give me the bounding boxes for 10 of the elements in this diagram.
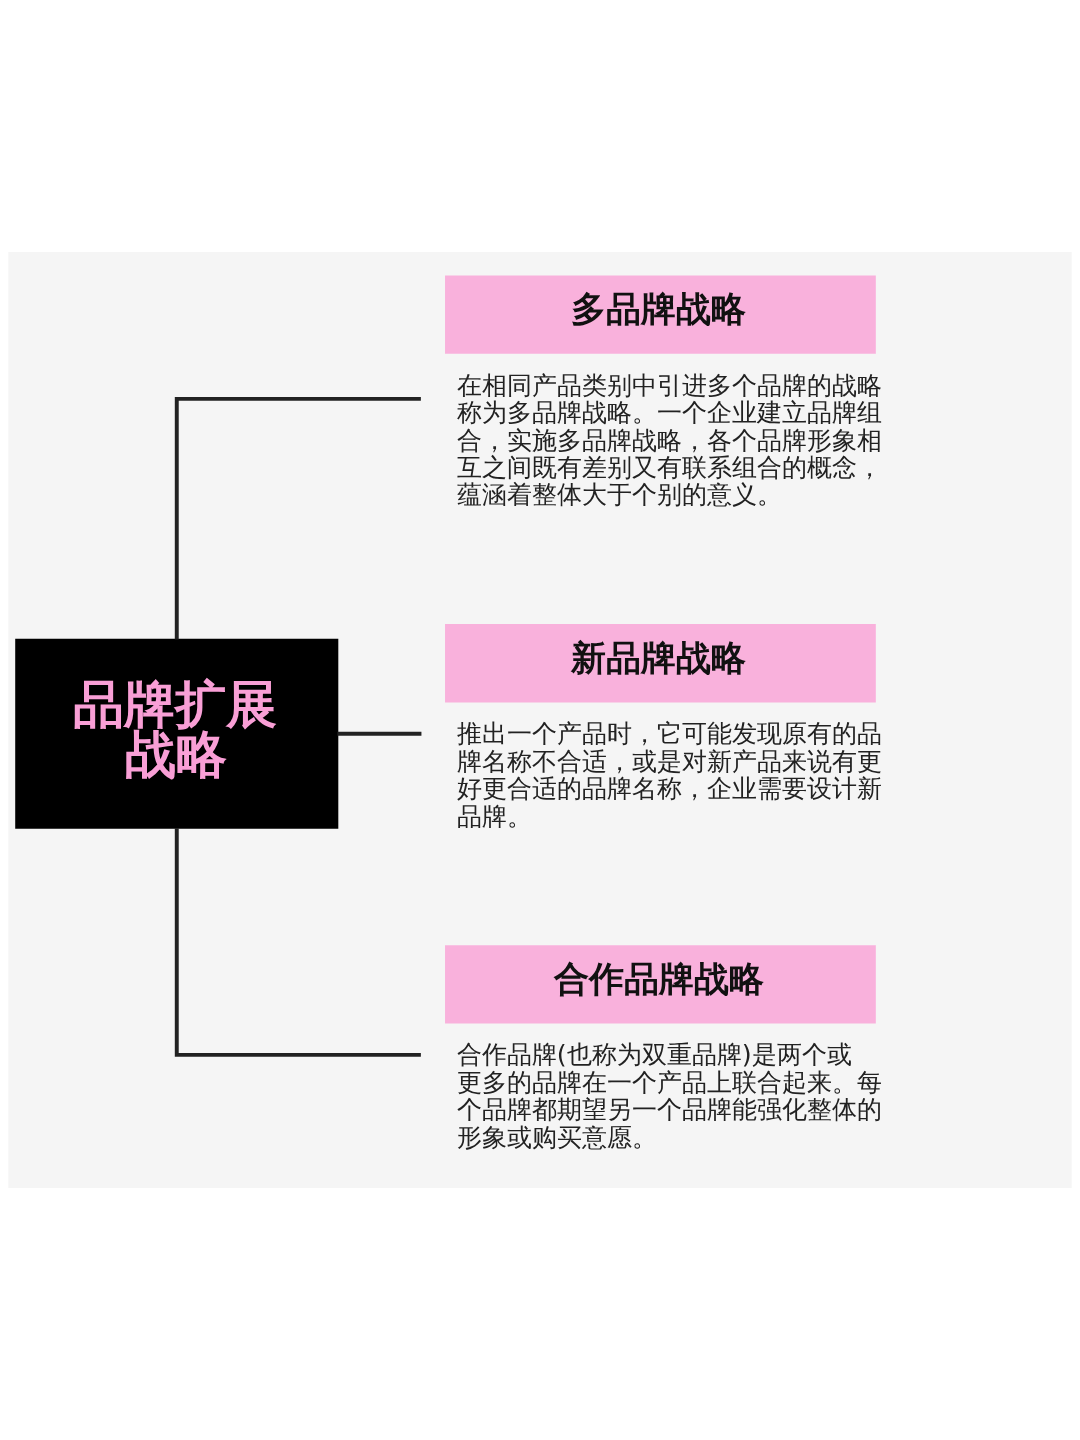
connector — [174, 828, 421, 1057]
node-label: 推出一个产品时，它可能发现原有的品牌名称不合适，或是对新产品来说有更好更合适的品牌名称，企业需要设计新品牌。 — [456, 718, 882, 831]
node-box: 新品牌战略 — [445, 624, 876, 703]
node-box: 品牌扩展战略 — [15, 638, 339, 829]
node-box: 多品牌战略 — [445, 275, 876, 354]
connector — [174, 396, 421, 640]
node-label: 合作品牌(也称为双重品牌)是两个或更多的品牌在一个产品上联合起来。每个品牌都期望另一个品牌能强化整体的形象或购买意愿。 — [456, 1039, 882, 1152]
node-box: 合作品牌战略 — [445, 945, 876, 1024]
node-label: 在相同产品类别中引进多个品牌的战略称为多品牌战略。一个企业建立品牌组合，实施多品牌战略，各个品牌形象相互之间既有差别又有联系组合的概念，蕴涵着整体大于个别的意义。 — [456, 369, 882, 510]
connector — [337, 731, 422, 736]
